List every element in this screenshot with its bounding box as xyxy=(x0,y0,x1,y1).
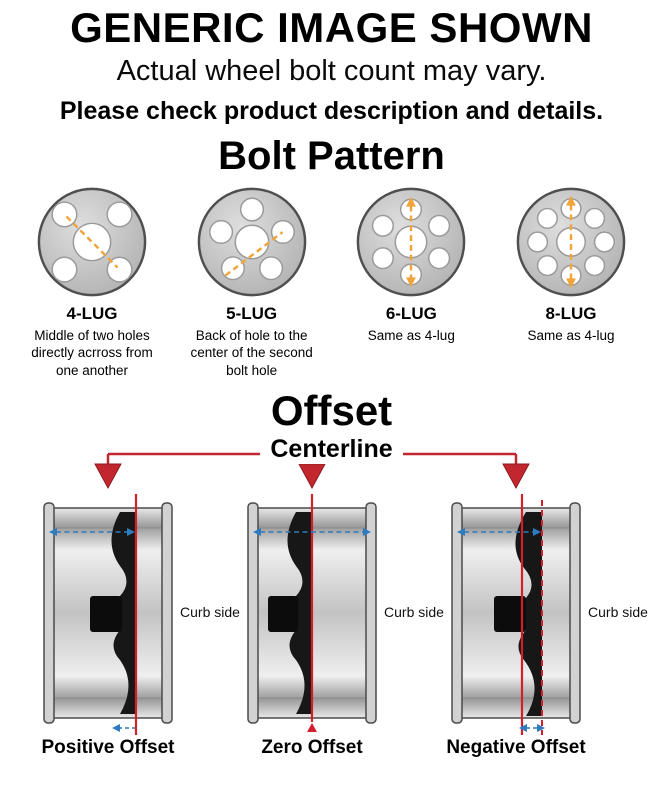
lug-item-8: 8-LUG Same as 4-lug xyxy=(493,183,649,379)
lug-label-6: 6-LUG xyxy=(385,304,437,324)
5-lug-diagram-icon xyxy=(197,187,306,297)
4-lug-diagram-icon xyxy=(37,187,147,297)
lug-description-5: Back of hole to the center of the second… xyxy=(190,328,313,378)
offset-diagram-area: Positive Offset Curb side xyxy=(0,448,663,759)
lug-label-8: 8-LUG xyxy=(545,304,597,324)
8-lug-diagram-icon xyxy=(516,187,626,297)
lug-label-5: 5-LUG xyxy=(226,304,278,324)
lug-item-4: 4-LUG Middle of two holes directly acrro… xyxy=(14,183,170,379)
positive-offset-label: Positive Offset xyxy=(41,736,175,758)
lug-description-8: Same as 4-lug xyxy=(527,328,615,344)
page-note: Please check product description and det… xyxy=(59,97,604,126)
page-title: GENERIC IMAGE SHOWN xyxy=(70,4,593,51)
curb-side-label-2: Curb side xyxy=(384,603,444,620)
lug-item-6: 6-LUG Same as 4-lug xyxy=(333,183,489,379)
page-subtitle: Actual wheel bolt count may vary. xyxy=(116,55,547,88)
centerline-row: Centerline xyxy=(0,434,663,464)
positive-offset-wrap: Positive Offset xyxy=(38,492,178,759)
zero-offset-wheel-icon xyxy=(247,493,377,732)
offset-heading: Offset xyxy=(270,386,393,434)
bolt-pattern-heading: Bolt Pattern xyxy=(218,134,445,179)
curb-side-label-3: Curb side xyxy=(588,603,648,620)
lug-label-4: 4-LUG xyxy=(66,304,118,324)
negative-offset-wrap: Negative Offset xyxy=(446,492,586,759)
6-lug-diagram-icon xyxy=(356,187,466,297)
curb-side-label-1: Curb side xyxy=(180,603,240,620)
lug-description-4: Middle of two holes directly acrross fro… xyxy=(31,328,153,378)
negative-offset-label: Negative Offset xyxy=(446,736,586,758)
positive-offset-wheel-icon xyxy=(43,493,173,735)
negative-offset-cell: Negative Offset Curb side xyxy=(446,492,650,759)
lug-diagram-row: 4-LUG Middle of two holes directly acrro… xyxy=(0,179,663,379)
negative-offset-wheel-icon xyxy=(451,493,581,735)
zero-offset-label: Zero Offset xyxy=(261,736,363,758)
zero-offset-wrap: Zero Offset xyxy=(242,492,382,759)
centerline-label: Centerline xyxy=(260,434,403,464)
lug-description-6: Same as 4-lug xyxy=(367,328,455,344)
positive-offset-cell: Positive Offset Curb side xyxy=(38,492,242,759)
wheels-row: Positive Offset Curb side xyxy=(0,492,663,759)
zero-offset-cell: Zero Offset Curb side xyxy=(242,492,446,759)
lug-item-5: 5-LUG Back of hole to the center of the … xyxy=(174,183,330,379)
